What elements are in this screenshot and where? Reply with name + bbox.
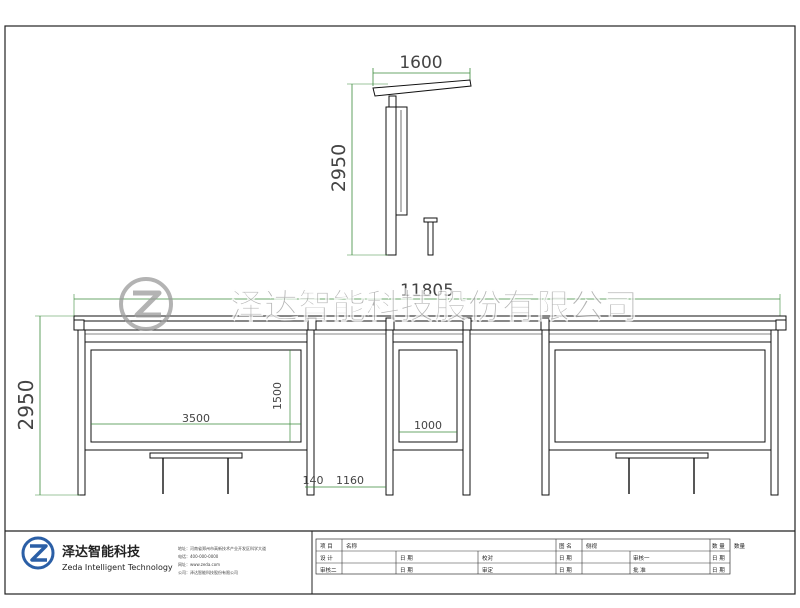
post-3 [385,329,394,496]
cell-design-label: 设 计 [320,554,333,562]
cell-ratify-label: 批 准 [633,566,646,574]
panel-width-left-label: 3500 [182,412,210,425]
side-view: 1600 2950 [328,53,472,256]
cell-drawing-label: 图 名 [559,542,572,550]
gap-b-label: 1160 [336,474,364,487]
panel-width-mid-label: 1000 [414,419,442,432]
cell-check-date: 日 期 [559,555,572,562]
bench-right-seat [615,452,709,459]
front-view: 11805 3500 1500 [14,281,787,496]
side-canopy [372,79,472,97]
cell-check-label: 校对 [482,554,494,562]
company-info-line-4: 公司：泽达智能科技股份有限公司 [178,569,238,575]
watermark-logo-icon [119,277,173,331]
side-panel [395,106,408,216]
company-logo-z-icon [30,544,48,562]
post-2 [306,329,315,496]
bench-left-seat [149,452,243,459]
cell-name-label: 名称 [346,542,358,550]
cell-ratify-date: 日 期 [712,567,725,574]
roof-end-right [775,319,787,331]
sheet-border [4,25,796,595]
title-grid [315,538,731,575]
company-info-line-2: 电话：400-000-0000 [178,553,219,559]
post-5 [541,329,550,496]
cell-review2-label: 审核二 [320,566,337,574]
watermark: 泽达智能科技股份有限公司 [119,277,638,331]
side-seat-leg [427,221,434,256]
post-6 [770,329,779,496]
company-info-line-3: 网址：www.zeda.com [178,561,220,567]
cell-review1-date: 日 期 [712,555,725,562]
total-length-label: 11805 [400,281,454,301]
title-block: 泽达智能科技 Zeda Intelligent Technology 地址：河南… [5,530,795,594]
side-post [385,106,397,256]
cell-qty-value: 数量 [734,542,746,550]
canopy-bracket [388,95,397,109]
watermark-logo-z-icon [133,290,162,318]
ad-panel-left [90,349,302,443]
gap-a-label: 140 [303,474,324,487]
post-1 [77,329,86,496]
cell-review1-label: 审核一 [633,554,650,562]
side-height-label: 2950 [328,144,350,192]
company-logo-en: Zeda Intelligent Technology [62,563,173,572]
ad-panel-mid [398,349,458,443]
cell-project-label: 项 目 [320,543,333,550]
front-height-label: 2950 [14,380,38,431]
roof-end-left [73,319,85,331]
panel-height-label: 1500 [271,382,284,410]
company-info-line-1: 地址：河南省郑州市高新技术产业开发区科学大道 [178,545,266,551]
cell-approve-label: 审定 [482,566,494,574]
ad-panel-right [554,349,766,443]
cell-approve-date: 日 期 [559,567,572,574]
cell-drawing-value: 侧视 [586,542,598,550]
watermark-text: 泽达智能科技股份有限公司 [230,287,638,327]
cell-qty-label: 数 量 [712,542,725,550]
cell-review2-date: 日 期 [400,567,413,574]
company-logo-cn: 泽达智能科技 [62,544,141,560]
cell-design-date: 日 期 [400,555,413,562]
canopy-width-label: 1600 [399,53,442,73]
post-4 [462,329,471,496]
side-seat-top [423,217,438,223]
